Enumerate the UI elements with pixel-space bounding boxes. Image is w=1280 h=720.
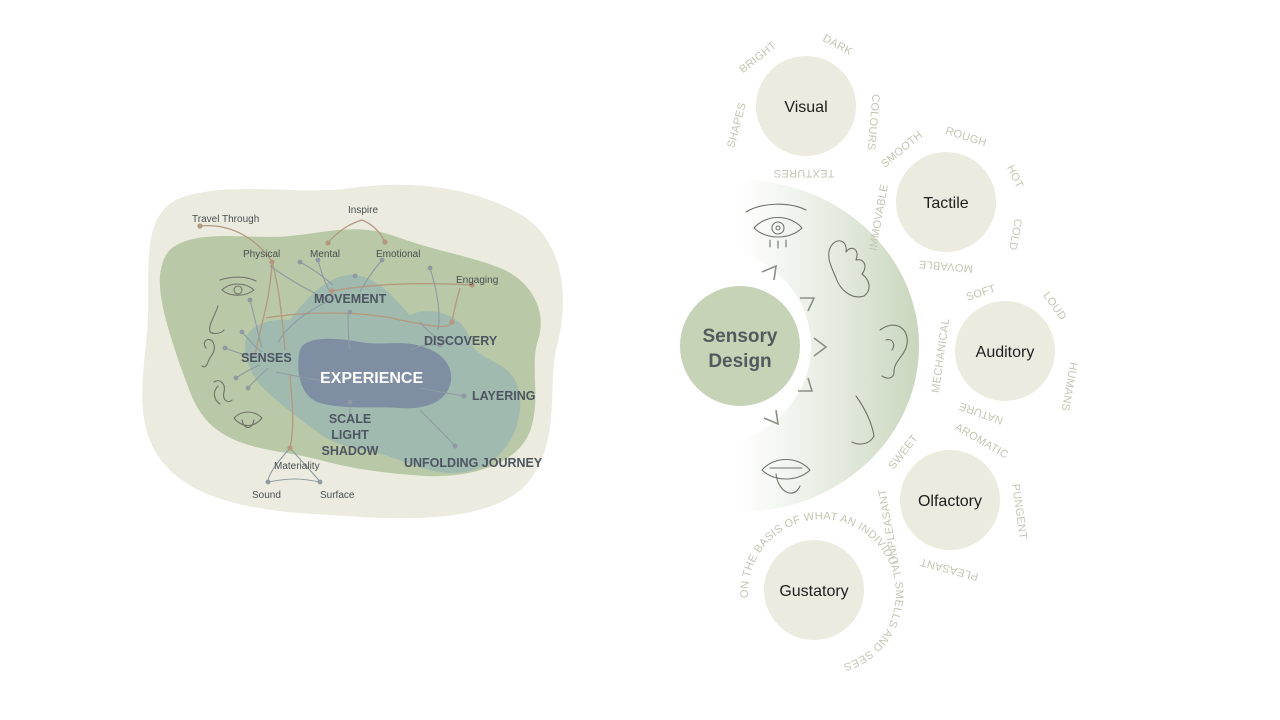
auditory-attr-loud: LOUD <box>1040 290 1068 323</box>
chevron-right-icon <box>798 377 814 392</box>
tactile-attr-rough: ROUGH <box>944 125 988 150</box>
tactile-circle <box>896 152 996 252</box>
eye-icon <box>219 276 257 296</box>
hand-icon <box>213 380 233 405</box>
visual-attr-colours: COLOURS <box>865 94 882 151</box>
tactile-attr-immovable: IMMOVABLE <box>867 183 891 251</box>
sensory-hub-circle <box>680 286 800 406</box>
label-mental: Mental <box>310 249 340 260</box>
olfactory-attr-pungent: PUNGENT <box>1009 483 1029 540</box>
band-nose-icon <box>851 395 875 445</box>
visual-attr-shapes: SHAPES <box>725 101 749 149</box>
face-sketches <box>201 276 263 429</box>
auditory-attr-soft: SOFT <box>965 283 998 304</box>
label-physical: Physical <box>243 249 280 260</box>
node-experience: EXPERIENCE <box>320 370 423 387</box>
node-shadow: SHADOW <box>322 444 379 458</box>
connectors <box>199 219 473 483</box>
auditory-attr-nature: NATURE <box>957 399 1005 426</box>
visual-attr-dark: DARK <box>821 33 855 59</box>
visual-name: Visual <box>784 99 827 116</box>
olfactory-attr-pleasant: PLEASANT <box>919 555 980 582</box>
label-materiality: Materiality <box>274 461 320 472</box>
label-emotional: Emotional <box>376 249 420 260</box>
gustatory-name: Gustatory <box>779 583 848 600</box>
chevron-right-icon <box>813 337 828 357</box>
tactile-attr-movable: MOVABLE <box>918 258 973 275</box>
mouth-icon <box>233 411 263 429</box>
sensory-diagram: Sensory Design Visual SHAPES BRIGHT DARK… <box>680 33 1079 673</box>
chevrons <box>761 264 828 426</box>
gustatory-circle <box>764 540 864 640</box>
band-mouth-icon <box>761 458 811 494</box>
node-discovery: DISCOVERY <box>424 334 498 348</box>
tactile-name: Tactile <box>923 195 968 212</box>
node-movement: MOVEMENT <box>314 292 387 306</box>
core-blob <box>298 338 452 409</box>
node-scale: SCALE <box>329 412 371 426</box>
auditory-attr-humans: HUMANS <box>1059 361 1079 412</box>
node-unfolding-journey: UNFOLDING JOURNEY <box>404 456 543 470</box>
auditory-attr-mechanical: MECHANICAL <box>930 318 952 394</box>
band-hand-icon <box>828 240 870 298</box>
chevron-right-icon <box>800 297 816 312</box>
visual-attr-textures: TEXTURES <box>773 167 834 179</box>
band-ear-icon <box>879 324 908 379</box>
band-eye-icon <box>745 203 807 249</box>
label-engaging: Engaging <box>456 275 498 286</box>
ear-icon <box>201 338 215 368</box>
tactile-attr-hot: HOT <box>1004 163 1025 190</box>
chevron-right-icon <box>763 409 779 426</box>
label-sound: Sound <box>252 490 281 501</box>
node-layering: LAYERING <box>472 389 535 403</box>
dots <box>197 223 475 485</box>
node-light: LIGHT <box>331 428 369 442</box>
senses-band <box>740 180 920 512</box>
chevron-right-icon <box>761 264 777 281</box>
nose-icon <box>209 305 225 335</box>
olfactory-circle <box>900 450 1000 550</box>
label-travel-through: Travel Through <box>192 214 259 225</box>
label-inspire: Inspire <box>348 205 378 216</box>
auditory-name: Auditory <box>976 344 1035 361</box>
node-senses: SENSES <box>241 351 292 365</box>
auditory-circle <box>955 301 1055 401</box>
visual-circle <box>756 56 856 156</box>
mind-map: Travel Through Inspire Physical Mental E… <box>142 184 563 519</box>
hub-line-2: Design <box>708 351 771 372</box>
olfactory-name: Olfactory <box>918 493 982 510</box>
hub-line-1: Sensory <box>703 326 778 347</box>
tactile-attr-cold: COLD <box>1006 218 1023 251</box>
label-surface: Surface <box>320 490 355 501</box>
